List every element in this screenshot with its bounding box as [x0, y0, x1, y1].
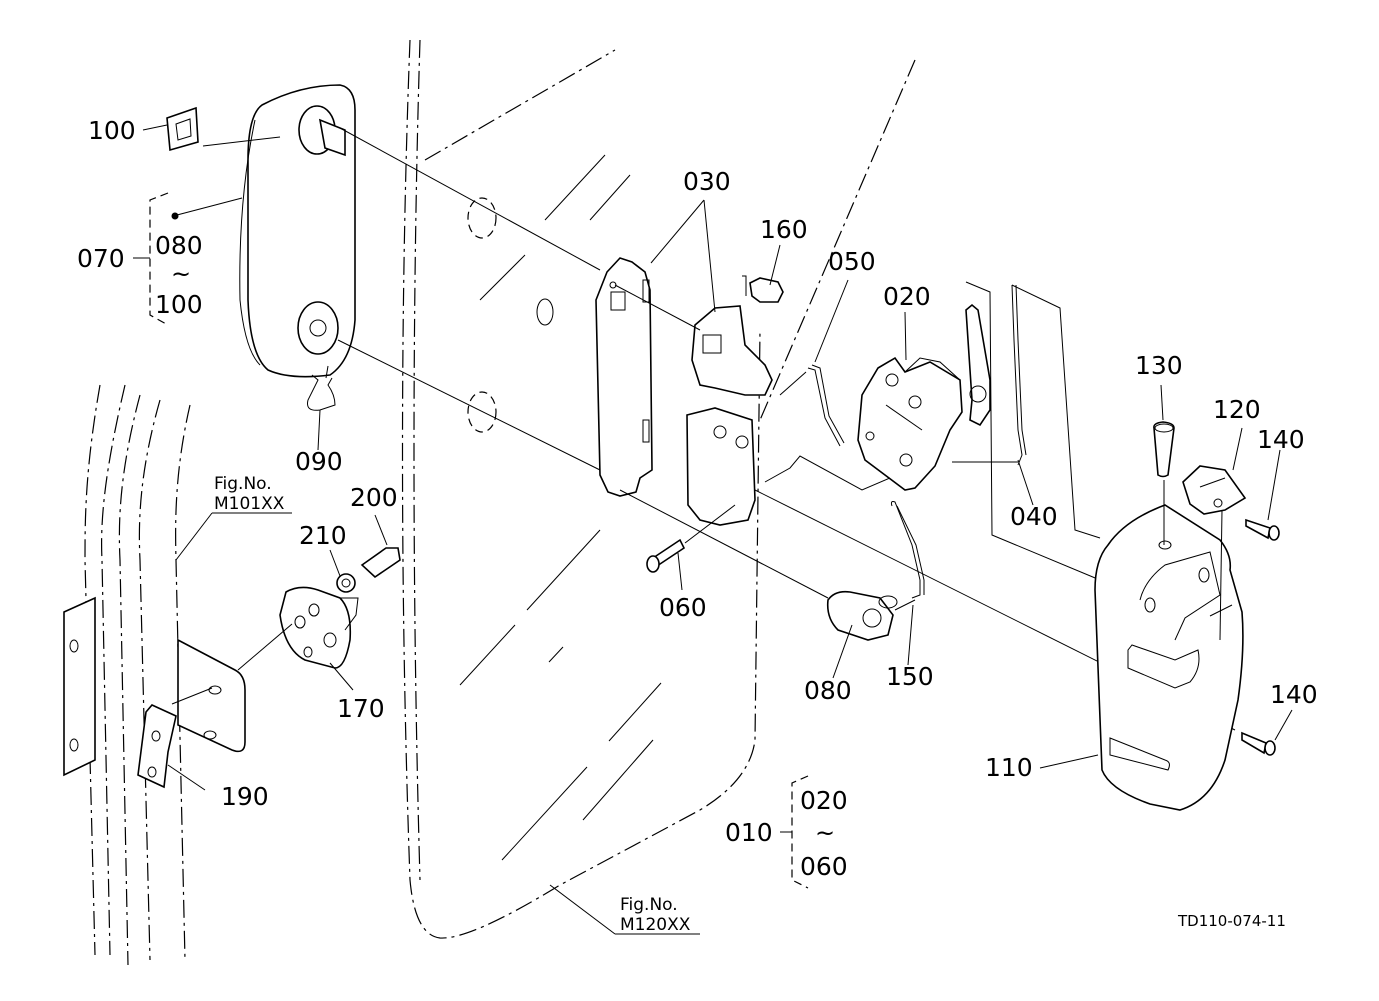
- assembly-010-id: 010: [725, 818, 773, 847]
- projection-lines: [337, 127, 701, 471]
- assembly-010-from: 020: [800, 786, 848, 815]
- callout-190: 190: [221, 782, 269, 811]
- callout-060: 060: [659, 593, 707, 622]
- latch-plate-part: [595, 257, 845, 573]
- callout-200: 200: [350, 483, 398, 512]
- door-glass-outline: [401, 39, 916, 939]
- callout-160: 160: [760, 215, 808, 244]
- inside-handle-part: [166, 84, 356, 411]
- drawing-code: TD110-074-11: [1177, 912, 1286, 930]
- cab-pillar-outline: [63, 384, 401, 966]
- callout-100: 100: [88, 116, 136, 145]
- callout-210: 210: [299, 521, 347, 550]
- assembly-070-to: 100: [155, 290, 203, 319]
- callout-090: 090: [295, 447, 343, 476]
- callout-110: 110: [985, 753, 1033, 782]
- callout-040: 040: [1010, 502, 1058, 531]
- assembly-bracket-010: [780, 775, 809, 889]
- callout-080: 080: [804, 676, 852, 705]
- fig-ref-m120-label: Fig.No.: [620, 895, 678, 915]
- assembly-070-id: 070: [77, 244, 125, 273]
- fig-ref-m120-number: M120XX: [620, 915, 691, 935]
- callout-020: 020: [883, 282, 931, 311]
- callout-140-upper: 140: [1257, 425, 1305, 454]
- assembly-010-to: 060: [800, 852, 848, 881]
- fig-ref-m101-number: M101XX: [214, 494, 285, 514]
- callout-140-lower: 140: [1270, 680, 1318, 709]
- outer-cover-part: [1094, 421, 1280, 811]
- fig-ref-m101-label: Fig.No.: [214, 474, 272, 494]
- assembly-070-sep: ~: [171, 260, 191, 288]
- door-lock-part: [764, 281, 1101, 581]
- callout-120: 120: [1213, 395, 1261, 424]
- assembly-bracket-070: [133, 192, 169, 326]
- callout-050: 050: [828, 247, 876, 276]
- leader-lines: [142, 124, 1293, 935]
- assembly-070-from: 080: [155, 231, 203, 260]
- callout-150: 150: [886, 662, 934, 691]
- callout-130: 130: [1135, 351, 1183, 380]
- callout-030: 030: [683, 167, 731, 196]
- assembly-010-sep: ~: [815, 819, 835, 847]
- callout-170: 170: [337, 694, 385, 723]
